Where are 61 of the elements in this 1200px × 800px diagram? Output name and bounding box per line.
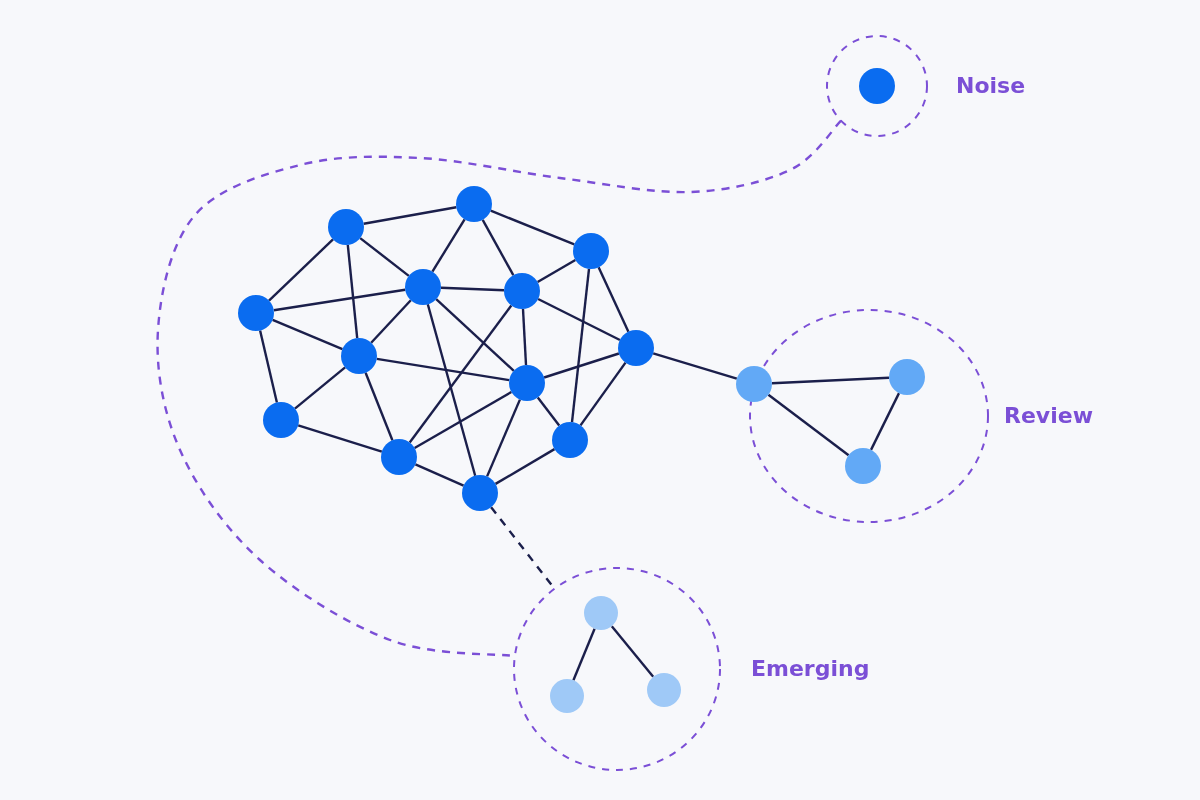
network-node	[405, 269, 441, 305]
connector-line	[494, 448, 556, 485]
connector-line	[273, 288, 406, 312]
connector-line	[414, 463, 465, 487]
connector-line	[771, 376, 890, 385]
connector-line	[297, 424, 383, 453]
connector-line	[258, 330, 279, 403]
connector-line	[537, 258, 576, 284]
connector-line	[597, 266, 630, 333]
network-node	[341, 338, 377, 374]
connector-line	[431, 218, 466, 273]
network-node	[328, 209, 364, 245]
network-node	[647, 673, 681, 707]
connector-line	[408, 304, 513, 444]
connector-line	[652, 352, 738, 380]
connector-line	[869, 392, 901, 451]
network-node	[550, 679, 584, 713]
connector-line	[536, 396, 561, 427]
network-node	[381, 439, 417, 475]
connector-line	[370, 299, 412, 344]
network-node	[263, 402, 299, 438]
connector-line	[359, 237, 410, 277]
connector-line	[543, 352, 620, 379]
connector-line	[521, 308, 528, 366]
connector-line	[414, 390, 512, 450]
connector-line	[486, 399, 521, 477]
group-label: Noise	[956, 73, 1026, 99]
network-node	[509, 365, 545, 401]
connector-line	[537, 297, 621, 342]
connector-line	[481, 219, 515, 276]
connector-line	[579, 361, 627, 427]
connector-line	[268, 238, 334, 302]
network-node	[618, 330, 654, 366]
connector-line	[294, 366, 346, 410]
network-node	[845, 448, 881, 484]
connector-line	[363, 206, 457, 225]
connector-line	[272, 318, 343, 351]
network-node	[462, 475, 498, 511]
network-node	[238, 295, 274, 331]
connector-line	[767, 393, 850, 457]
connector-line	[426, 304, 477, 476]
group-label: Review	[1004, 403, 1093, 429]
network-node	[573, 233, 609, 269]
connector-line	[376, 357, 510, 382]
connector-line	[364, 372, 394, 441]
network-node	[736, 366, 772, 402]
connector-line	[435, 298, 515, 372]
network-node	[504, 273, 540, 309]
network-node	[859, 68, 895, 104]
network-node	[889, 359, 925, 395]
network-node	[584, 596, 618, 630]
dashed-connector	[156, 119, 842, 658]
connector-line	[570, 268, 591, 423]
connector-line	[610, 625, 655, 678]
network-node	[552, 422, 588, 458]
group-label: Emerging	[751, 656, 870, 682]
connector-line	[346, 244, 359, 339]
network-node	[456, 186, 492, 222]
connector-line	[440, 286, 505, 292]
connector-line	[572, 628, 596, 681]
connector-line	[490, 209, 575, 246]
